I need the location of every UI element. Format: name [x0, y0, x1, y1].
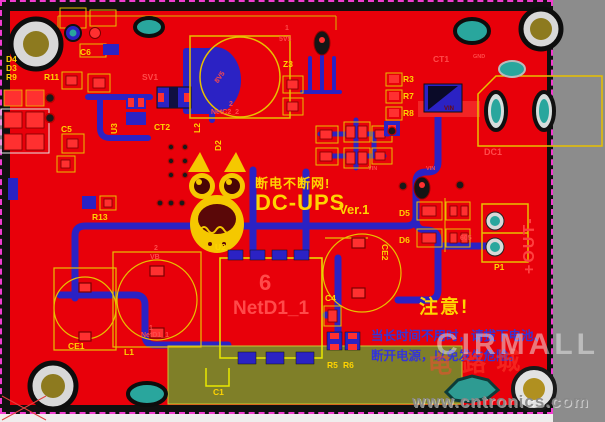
watermark-mall: CIRMALL — [436, 328, 599, 361]
refdes-c1: C1 — [213, 387, 224, 397]
outside-board-area — [553, 0, 605, 422]
refdes-ct1: CT1 — [433, 54, 450, 64]
refdes-l2: L2 — [192, 123, 202, 133]
refdes-c6: C6 — [80, 47, 91, 57]
refdes-dc1: DC1 — [484, 147, 503, 157]
refdes-r5: R5 — [327, 360, 338, 370]
d1-net-text: NetD1_1 — [141, 332, 170, 339]
refdes-sv1: SV1 — [142, 72, 159, 82]
refdes-u3: U3 — [109, 123, 119, 134]
code605-text: 605 — [460, 235, 472, 242]
refdes-d6: D6 — [399, 235, 410, 245]
refdes-r3: R3 — [403, 74, 414, 84]
d1-pin-text: 1 — [149, 325, 153, 332]
cap2-net-text: NetC2_2 — [211, 109, 240, 116]
vb-net-text: VB — [150, 254, 160, 261]
refdes-ct2: CT2 — [154, 122, 171, 132]
refdes-z3: Z3 — [283, 59, 293, 69]
refdes-r11: R11 — [44, 72, 60, 82]
caution-line1: 当长时间不用时，请拔下电池、 — [371, 329, 547, 343]
refdes-d2: D2 — [213, 140, 223, 151]
refdes-d5: D5 — [399, 208, 410, 218]
refdes-r9: R9 — [6, 72, 17, 82]
vb-pin-text: 2 — [154, 245, 158, 252]
vin-text-a: VIN — [444, 106, 455, 112]
refdes-r7: R7 — [403, 91, 414, 101]
slogan-text: 断电不断网! — [255, 176, 331, 191]
u2-net-text: NetD1_1 — [233, 298, 310, 319]
version-text: Ver.1 — [339, 202, 370, 217]
refdes-ce2: CE2 — [380, 244, 390, 261]
refdes-c5: C5 — [61, 124, 72, 134]
refdes-r13: R13 — [92, 212, 108, 222]
refdes-ce1: CE1 — [68, 341, 85, 351]
gnd-text: GND — [473, 54, 486, 60]
refdes-c4: C4 — [325, 293, 336, 303]
refdes-l1: L1 — [124, 347, 134, 357]
output-marking: +OUT- — [521, 216, 538, 274]
refdes-d3: D3 — [6, 63, 17, 73]
refdes-p1: P1 — [494, 262, 505, 272]
refdes-r6: R6 — [343, 360, 354, 370]
caution-line2: 断开电源，以免发生危险。 — [371, 349, 522, 363]
product-title: DC-UPS — [255, 190, 346, 215]
cap1-pin-text: 1 — [285, 25, 289, 32]
watermark-site-url: www.cntronics.com — [412, 392, 589, 411]
vin-text-b: VIN — [368, 166, 378, 172]
refdes-u2: U2 — [215, 242, 226, 252]
caution-title: 注意! — [419, 297, 470, 318]
refdes-d4: D4 — [6, 54, 17, 64]
refdes-r8: R8 — [403, 108, 414, 118]
u2-pin-text: 6 — [259, 270, 272, 295]
cap1-net-text: 5V5 — [279, 36, 292, 43]
vin-text-c: VIN — [426, 166, 436, 172]
cap2-pin-text: 2 — [229, 101, 233, 108]
